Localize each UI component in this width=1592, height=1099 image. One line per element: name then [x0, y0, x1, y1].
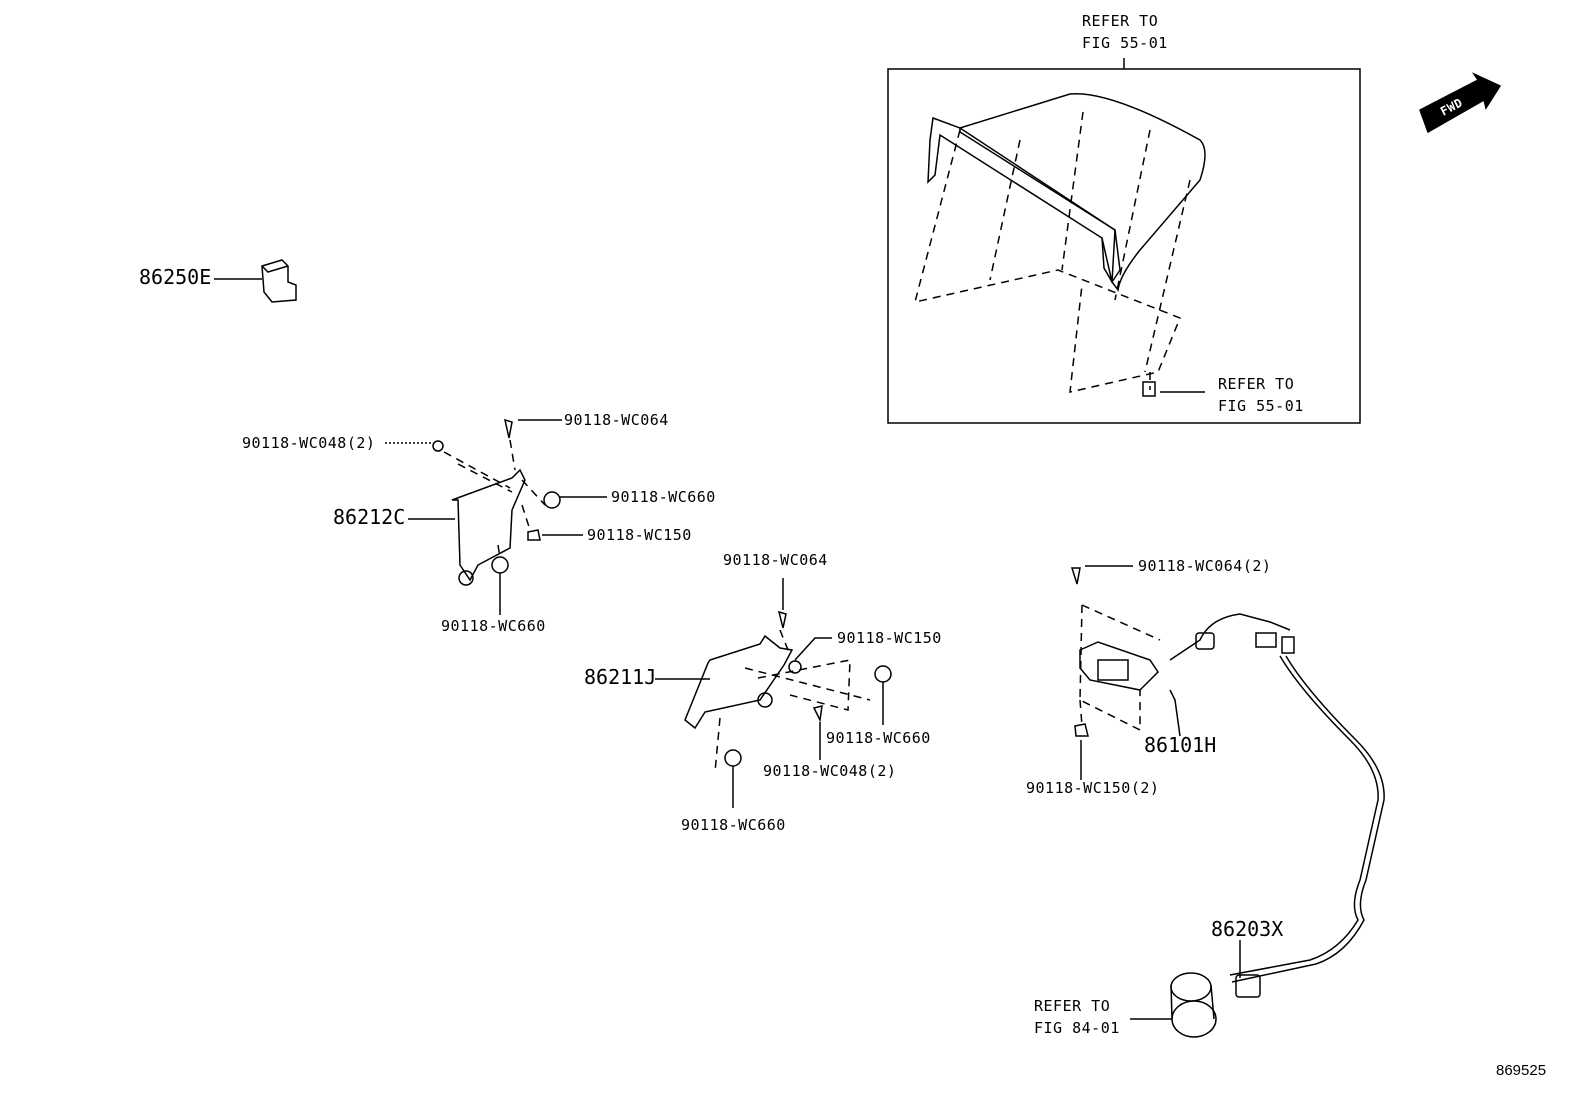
part-number-90118-wc660[interactable]: 90118-WC660: [681, 816, 786, 834]
part-number-90118-wc064[interactable]: 90118-WC064(2): [1138, 557, 1272, 575]
refer-to-label: REFER TO: [1218, 375, 1295, 393]
part-number-86250e[interactable]: 86250E: [139, 265, 212, 289]
part-number-90118-wc660[interactable]: 90118-WC660: [611, 488, 716, 506]
part-86101h-drawing: [1070, 565, 1181, 780]
part-number-90118-wc048[interactable]: 90118-WC048(2): [242, 434, 376, 452]
part-number-86101h[interactable]: 86101H: [1144, 733, 1217, 757]
part-number-90118-wc064[interactable]: 90118-WC064: [564, 411, 669, 429]
part-86212c-drawing: [385, 418, 607, 615]
part-86203x-drawing: [1130, 613, 1385, 1038]
part-number-90118-wc150[interactable]: 90118-WC150: [837, 629, 942, 647]
refer-fig-label: FIG 84-01: [1034, 1019, 1120, 1037]
refer-to-label: REFER TO: [1034, 997, 1111, 1015]
part-number-86212c[interactable]: 86212C: [333, 505, 406, 529]
part-86250e-drawing: [214, 259, 297, 303]
part-number-90118-wc064[interactable]: 90118-WC064: [723, 551, 828, 569]
console-cover: [959, 92, 1206, 292]
console-box-frame: [887, 68, 1361, 424]
part-number-90118-wc150[interactable]: 90118-WC150(2): [1026, 779, 1160, 797]
fwd-arrow-icon: [1419, 72, 1502, 134]
part-number-90118-wc048[interactable]: 90118-WC048(2): [763, 762, 897, 780]
part-number-86211j[interactable]: 86211J: [584, 665, 657, 689]
part-number-90118-wc660[interactable]: 90118-WC660: [441, 617, 546, 635]
figure-number: 869525: [1496, 1062, 1547, 1079]
part-86211j-drawing: [655, 578, 892, 808]
part-number-90118-wc660[interactable]: 90118-WC660: [826, 729, 931, 747]
part-number-90118-wc150[interactable]: 90118-WC150: [587, 526, 692, 544]
refer-to-label: REFER TO: [1082, 12, 1159, 30]
part-number-86203x[interactable]: 86203X: [1211, 917, 1284, 941]
refer-fig-label: FIG 55-01: [1218, 397, 1304, 415]
refer-fig-label: FIG 55-01: [1082, 34, 1168, 52]
